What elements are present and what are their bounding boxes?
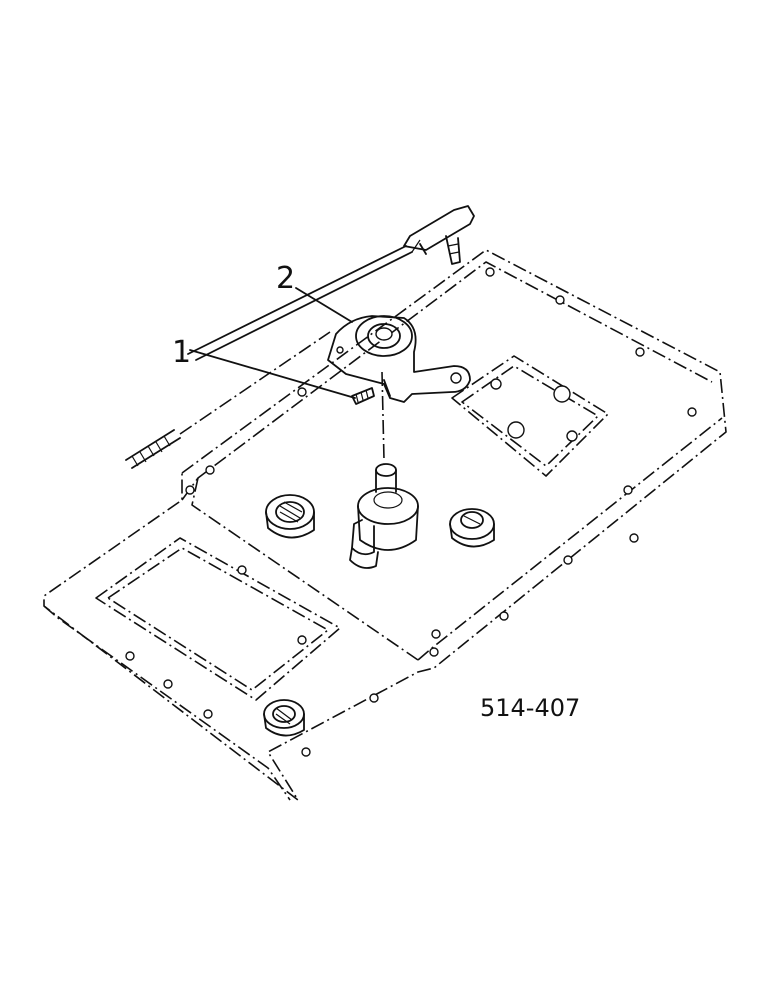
threaded-stud [125, 331, 331, 469]
callout-leader-1 [189, 349, 356, 399]
threaded-boss-lower [263, 699, 305, 737]
set-screw [351, 387, 375, 405]
threaded-boss-left [265, 494, 315, 539]
alignment-line [381, 371, 385, 461]
shaft-pin [349, 463, 419, 569]
perimeter-bolt-holes [125, 267, 697, 757]
plate-bolt-hole [553, 385, 571, 403]
plate-bolt-hole [507, 421, 525, 439]
plate-bolt-hole [490, 378, 502, 390]
plate-bolt-hole [566, 430, 578, 442]
shift-lever-housing [327, 315, 471, 403]
callout-number-1: 1 [172, 335, 191, 370]
callout-leader-2 [295, 287, 353, 323]
drain-plug [449, 508, 495, 548]
shift-shaft [187, 205, 475, 361]
callout-number-2: 2 [276, 261, 295, 296]
figure-number: 514-407 [480, 694, 580, 722]
right-inspection-plate [451, 355, 609, 477]
left-recess [95, 537, 341, 701]
